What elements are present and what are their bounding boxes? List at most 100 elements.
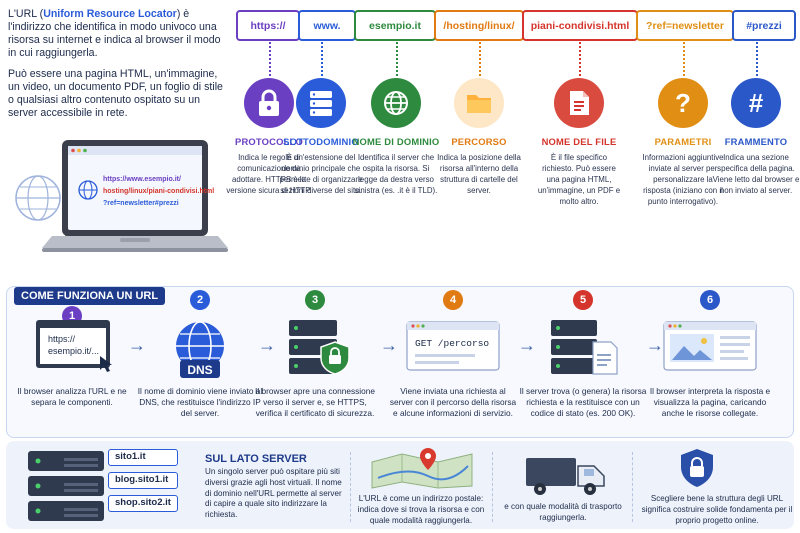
laptop-url-line-3: ?ref=newsletter#prezzi — [103, 200, 179, 207]
step-description: Il nome di dominio viene inviato al DNS,… — [137, 386, 263, 418]
url-part-protocollo: PROTOCOLLO Indica le regole di comunicazi… — [225, 78, 313, 196]
url-part-description: Identifica il server che ospita la risor… — [354, 153, 438, 195]
map-icon — [371, 448, 473, 489]
intro-paragraph-2: Può essere una pagina HTML, un'immagine,… — [8, 68, 223, 119]
step-illustration — [533, 316, 633, 387]
svg-text:?: ? — [675, 89, 691, 117]
step-5: 5 Il server trova (o genera) la risorsa r… — [518, 290, 648, 418]
connector-line — [683, 42, 685, 76]
hash-icon: # — [731, 78, 781, 128]
connector-line — [756, 42, 758, 76]
question-icon: ? — [658, 78, 708, 128]
arrow-icon: → — [518, 335, 536, 355]
dns-label: DNS — [187, 363, 212, 377]
step-illustration: DNS — [150, 316, 250, 387]
site-tag: sito1.it — [108, 449, 178, 466]
folder-icon — [454, 78, 504, 128]
truck-text: e con quale modalità di trasporto raggiu… — [504, 502, 622, 522]
divider — [632, 452, 633, 522]
intro: L'URL (Uniform Resource Locator) è l'ind… — [8, 8, 230, 128]
connector-line — [269, 42, 271, 76]
step-number-badge: 2 — [190, 290, 210, 310]
server-response-icon — [551, 320, 618, 375]
url-part-description: Indica le regole di comunicazione da ado… — [226, 153, 312, 195]
url-part-title: FRAMMENTO — [724, 136, 788, 147]
request-label: GET /percorso — [415, 338, 489, 349]
server-icon — [296, 78, 346, 128]
arrow-icon: → — [258, 335, 276, 355]
document-icon — [554, 78, 604, 128]
laptop-url-line-1: https://www.esempio.it/ — [103, 176, 181, 183]
step-number-badge: 4 — [443, 290, 463, 310]
connector-line — [579, 42, 581, 76]
url-part-title: PROTOCOLLO — [235, 136, 303, 147]
url-segment: piani-condivisi.html — [522, 10, 638, 41]
url-segment: www. — [298, 10, 356, 41]
url-segment: #prezzi — [732, 10, 796, 41]
url-part-description: È il file specifico richiesto. Può esser… — [537, 153, 621, 206]
url-part-description: Indica una sezione specifica della pagin… — [712, 153, 800, 195]
step-number-badge: 3 — [305, 290, 325, 310]
step-illustration: https://esempio.it/... — [22, 316, 122, 379]
connector-line — [396, 42, 398, 76]
step-illustration — [660, 316, 760, 379]
how-it-works-panel — [6, 286, 794, 438]
step-description: Il server trova (o genera) la risorsa ri… — [519, 386, 647, 418]
divider — [492, 452, 493, 522]
divider — [350, 452, 351, 522]
url-part-title: SOTTODOMINIO — [283, 136, 359, 147]
step-illustration — [265, 316, 365, 387]
laptop-illustration: https://www.esempio.it/ hosting/linux/pi… — [15, 140, 228, 252]
step-description: Il browser interpreta la risposta e visu… — [649, 386, 771, 418]
url-part-frammento: # FRAMMENTO Indica una sezione specifica d… — [712, 78, 800, 196]
step-description: Viene inviata una richiesta al server co… — [389, 386, 517, 418]
globe-icon — [371, 78, 421, 128]
server-stack-icon — [28, 451, 104, 521]
url-part-nome-di-dominio: NOME DI DOMINIO Identifica il server che … — [352, 78, 440, 196]
shield-icon — [681, 449, 713, 487]
url-part-title: NOME DEL FILE — [541, 136, 617, 147]
url-part-title: NOME DI DOMINIO — [352, 136, 440, 147]
url-part-title: PARAMETRI — [654, 136, 712, 147]
url-segment: esempio.it — [354, 10, 436, 41]
step-description: Il browser apre una connessione verso il… — [255, 386, 375, 418]
intro-text: ) è l'indirizzo che identifica in modo u… — [8, 8, 221, 59]
how-it-works-title: COME FUNZIONA UN URL — [14, 287, 166, 305]
url-breakdown-bar: https://www.esempio.it/hosting/linux/pia… — [236, 10, 796, 41]
intro-highlight: Uniform Resource Locator — [43, 8, 177, 20]
arrow-icon: → — [646, 335, 664, 355]
intro-text: L'URL ( — [8, 8, 44, 20]
site-tag: shop.sito2.it — [108, 495, 178, 512]
rendered-page-icon — [663, 321, 757, 371]
step-illustration: GET /percorso — [403, 316, 503, 379]
step-6: 6 Il browser interpreta la risposta e vis… — [645, 290, 775, 418]
secure-server-icon — [289, 320, 350, 375]
url-part-description: Indica la posizione della risorsa all'in… — [437, 153, 521, 195]
connector-line — [479, 42, 481, 76]
url-part-description: È un'estensione del dominio principale c… — [279, 153, 363, 195]
dns-globe-icon: DNS — [176, 321, 224, 378]
lock-icon — [244, 78, 294, 128]
connector-line — [321, 42, 323, 76]
arrow-icon: → — [128, 335, 146, 355]
browser-screen-line-1: https:// — [48, 334, 76, 344]
site-tag: blog.sito1.it — [108, 472, 178, 489]
step-number-badge: 5 — [573, 290, 593, 310]
laptop-url-line-2: hosting/linux/piani-condivisi.html — [103, 188, 214, 195]
step-description: Il browser analizza l'URL e ne separa le… — [17, 386, 127, 407]
map-text: L'URL è come un indirizzo postale: indic… — [357, 494, 485, 525]
url-segment: ?ref=newsletter — [636, 10, 734, 41]
server-side-text: Un singolo server può ospitare più siti … — [205, 467, 342, 520]
svg-text:#: # — [749, 89, 764, 117]
step-3: 3 Il browser apre una connessione verso i… — [250, 290, 380, 418]
browser-window-icon: https://esempio.it/... — [36, 320, 112, 372]
truck-icon — [526, 458, 605, 495]
arrow-icon: → — [380, 335, 398, 355]
url-part-nome-del-file: NOME DEL FILE È il file specifico richies… — [535, 78, 623, 207]
step-number-badge: 6 — [700, 290, 720, 310]
server-side-title: SUL LATO SERVER — [205, 453, 307, 465]
